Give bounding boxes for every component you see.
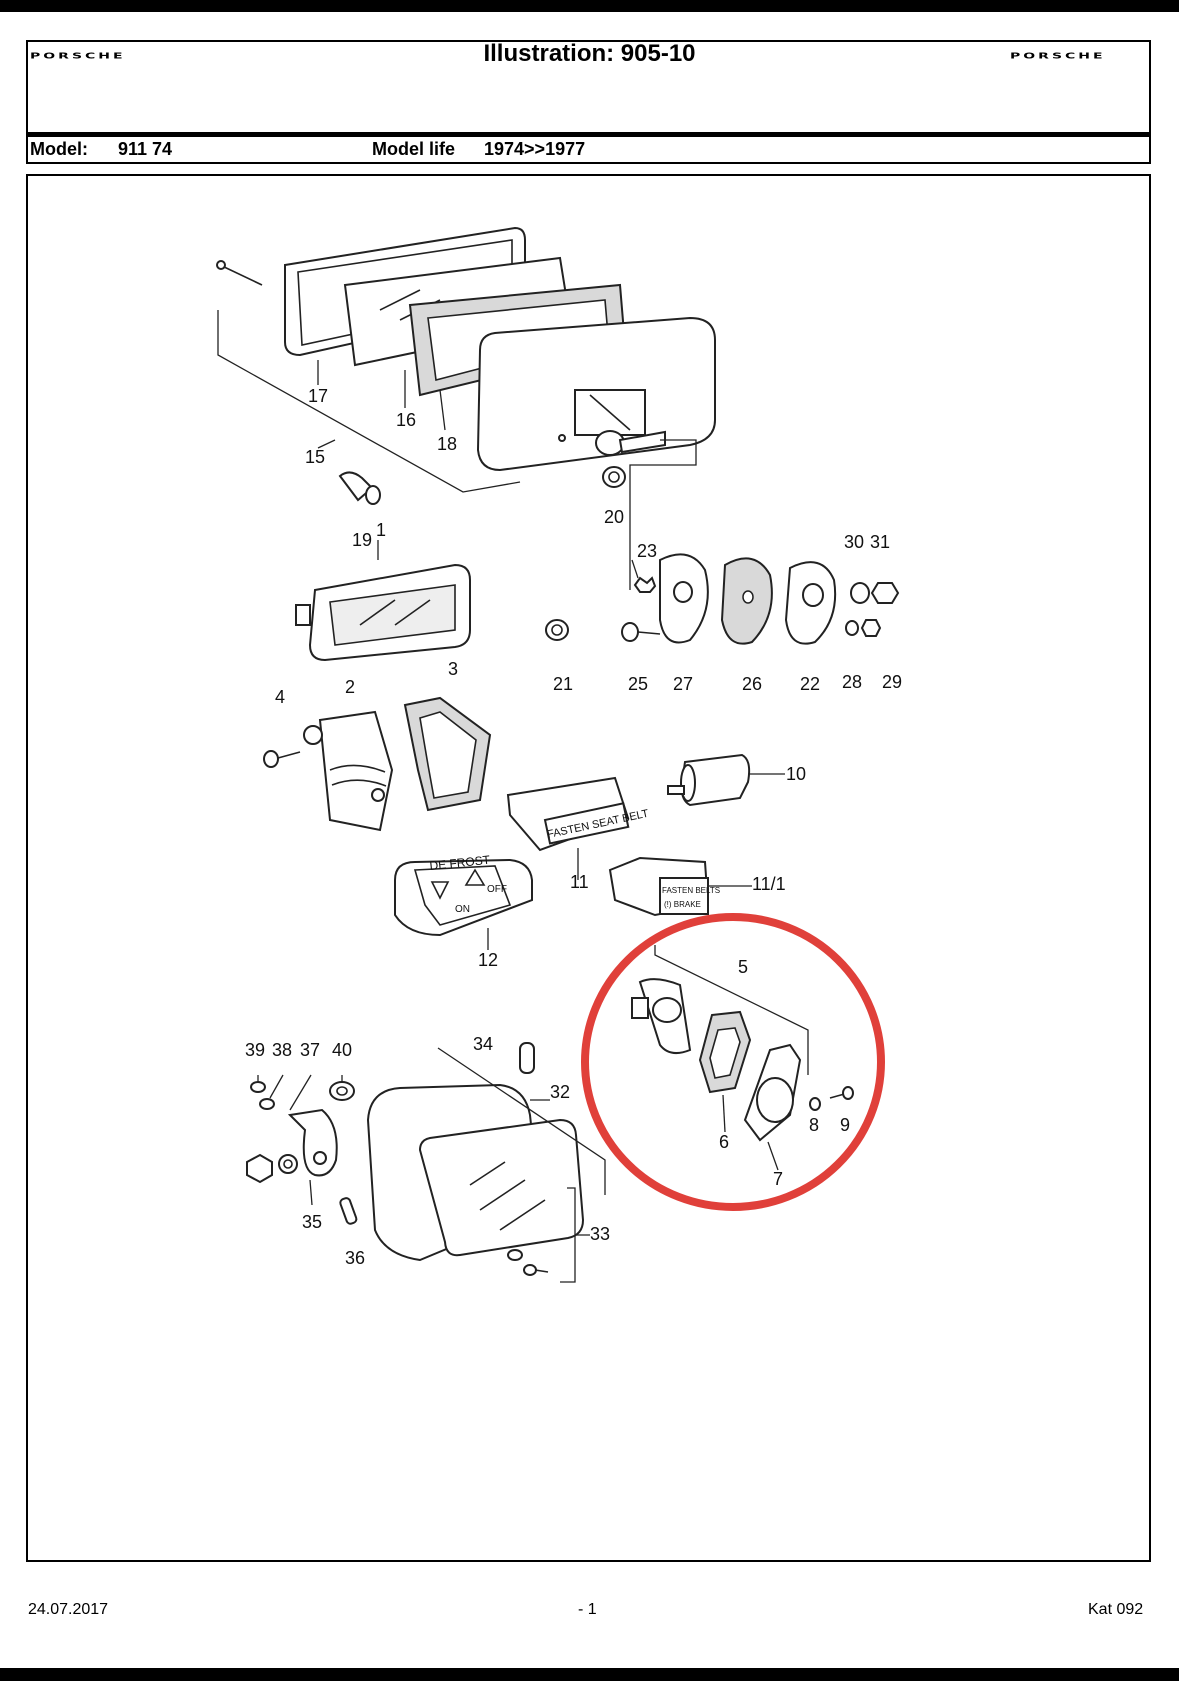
callout-26: 26 — [742, 674, 763, 694]
fasten-belts-brake-indicator: FASTEN BELTS (!) BRAKE — [608, 856, 752, 917]
callout-40: 40 — [332, 1040, 353, 1060]
callout-38: 38 — [272, 1040, 293, 1060]
model-bar: Model: 911 74 Model life 1974>>1977 — [26, 137, 1151, 164]
defrost-label: DE FROST — [429, 853, 491, 873]
defrost-on-label: ON — [455, 904, 470, 915]
callout-34: 34 — [473, 1034, 494, 1054]
callout-29: 29 — [882, 672, 903, 692]
callout-18: 18 — [437, 434, 458, 454]
callout-8: 8 — [809, 1115, 820, 1135]
brake-label: (!) BRAKE — [664, 900, 701, 909]
lamp-part-1 — [295, 540, 471, 662]
callout-4: 4 — [275, 687, 286, 707]
callout-10: 10 — [786, 764, 807, 784]
callout-3: 3 — [448, 659, 459, 679]
callout-37: 37 — [300, 1040, 321, 1060]
seat-belt-indicator: FASTEN SEAT BELT — [506, 776, 650, 880]
callout-7: 7 — [773, 1169, 784, 1189]
model-label: Model: — [30, 139, 88, 159]
callout-11: 11 — [570, 872, 589, 892]
callout-1: 1 — [376, 520, 387, 540]
callout-11-1: 11/1 — [752, 874, 786, 894]
header-rule — [26, 134, 1151, 137]
socket-assembly — [631, 945, 854, 1171]
callout-23: 23 — [637, 541, 658, 561]
model-life-label: Model life — [372, 139, 456, 159]
top-black-bar — [0, 0, 1179, 12]
callout-19: 19 — [352, 530, 373, 550]
callout-2: 2 — [345, 677, 356, 697]
callout-5: 5 — [738, 957, 749, 977]
callout-17: 17 — [308, 386, 329, 406]
callout-25: 25 — [628, 674, 649, 694]
footer-catalog-number: Kat 092 — [1088, 1601, 1144, 1618]
callout-15: 15 — [305, 447, 326, 467]
callout-36: 36 — [345, 1248, 366, 1268]
callout-28: 28 — [842, 672, 863, 692]
callout-16: 16 — [396, 410, 417, 430]
callout-35: 35 — [302, 1212, 323, 1232]
callout-21: 21 — [553, 674, 574, 694]
callout-32: 32 — [550, 1082, 571, 1102]
callout-22: 22 — [800, 674, 821, 694]
callout-31: 31 — [870, 532, 891, 552]
drawing-frame — [26, 174, 1151, 1562]
tail-light-assembly — [246, 1042, 606, 1283]
callout-6: 6 — [719, 1132, 730, 1152]
light-assembly — [216, 226, 716, 590]
callout-9: 9 — [840, 1115, 851, 1135]
callout-20: 20 — [604, 507, 625, 527]
porsche-logo-left: PORSCHE — [30, 52, 126, 61]
callout-30: 30 — [844, 532, 865, 552]
callout-39: 39 — [245, 1040, 266, 1060]
callout-33: 33 — [590, 1224, 611, 1244]
footer-page-number: - 1 — [578, 1601, 597, 1618]
illustration-title: Illustration: 905-10 — [483, 40, 696, 67]
model-value: 911 74 — [118, 139, 173, 159]
bottom-black-bar — [0, 1668, 1179, 1681]
model-life-value: 1974>>1977 — [484, 139, 586, 159]
footer-date: 24.07.2017 — [28, 1601, 109, 1618]
header-box — [26, 40, 1151, 134]
fasten-belts-label: FASTEN BELTS — [662, 886, 720, 895]
defrost-off-label: OFF — [487, 884, 507, 895]
part-10 — [667, 753, 785, 807]
callout-27: 27 — [673, 674, 694, 694]
defrost-switch: DE FROST ON OFF — [394, 853, 533, 950]
switch-parts — [263, 696, 492, 832]
porsche-logo-right: PORSCHE — [1010, 52, 1106, 61]
highlight-circle — [581, 913, 885, 1211]
callout-12: 12 — [478, 950, 499, 970]
disc-assembly — [545, 553, 900, 645]
